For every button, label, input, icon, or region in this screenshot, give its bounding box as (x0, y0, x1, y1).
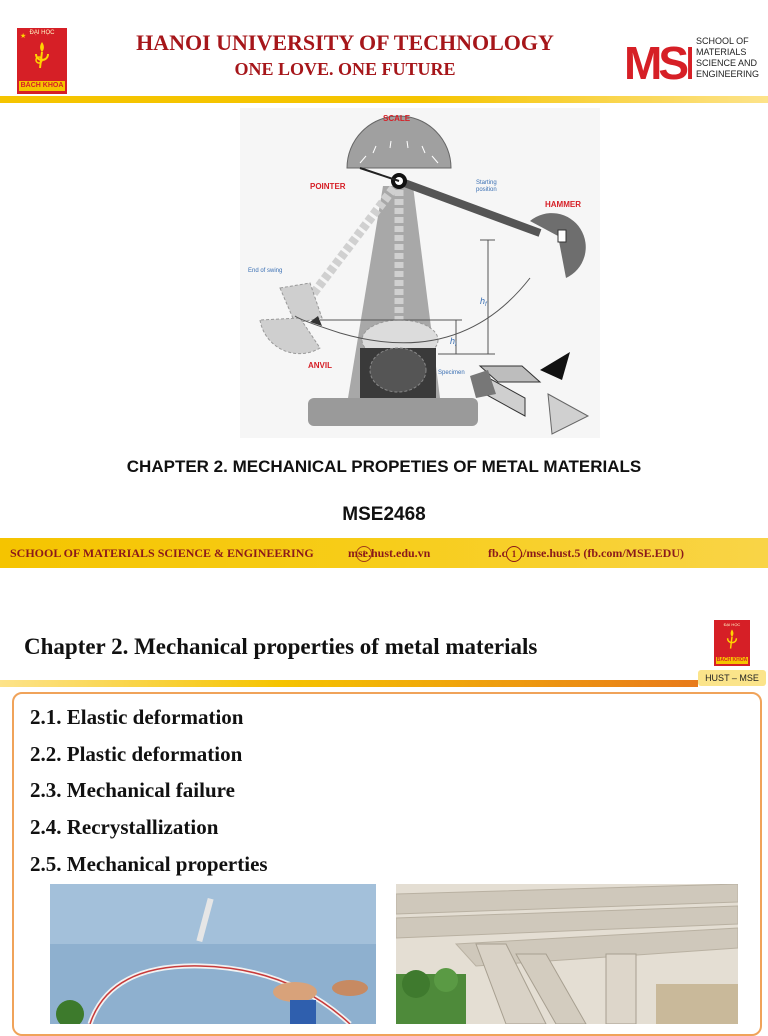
toc-item[interactable]: 2.5. Mechanical properties (30, 851, 268, 876)
logo-top-text: ĐẠI HỌC (29, 30, 55, 36)
label-position: position (476, 187, 497, 193)
label-hammer: HAMMER (545, 200, 581, 209)
ghost-arm (306, 178, 403, 301)
label-h-f: hf (480, 296, 488, 308)
title-divider (0, 680, 698, 687)
footer-bar: SCHOOL OF MATERIALS SCIENCE & ENGINEERIN… (0, 538, 768, 568)
logo-band-text: BÁCH KHOA (19, 81, 65, 91)
scale-dial (346, 115, 452, 169)
mse-logo-letters: MSE (624, 37, 692, 85)
university-motto: ONE LOVE. ONE FUTURE (234, 59, 456, 79)
chapter-title-slide1: CHAPTER 2. MECHANICAL PROPETIES OF METAL… (126, 457, 642, 476)
charpy-impact-diagram: SCALE POINTER Starting position HAMMER E… (240, 108, 600, 438)
mse-school-text: SCHOOL OF MATERIALS SCIENCE AND ENGINEER… (696, 36, 760, 79)
ghost-hammer-top (279, 282, 323, 324)
torch-emblem-icon (35, 42, 49, 69)
torch-emblem-icon (726, 629, 738, 649)
star-icon: ★ (20, 32, 27, 40)
toc-item[interactable]: 2.2. Plastic deformation (30, 741, 243, 766)
course-code: MSE2468 (342, 504, 426, 525)
hammer-head (530, 213, 586, 278)
footer-school-name: SCHOOL OF MATERIALS SCIENCE & ENGINEERIN… (10, 546, 314, 560)
label-anvil: ANVIL (308, 361, 332, 370)
toc-item[interactable]: 2.1. Elastic deformation (30, 705, 244, 729)
label-end-of-swing: End of swing (248, 268, 282, 274)
label-specimen: Specimen (438, 370, 465, 376)
specimen-notch-arrow (540, 352, 570, 380)
mse-logo: MSE (624, 37, 692, 85)
ghost-hammer-bottom (259, 317, 321, 355)
label-pointer: POINTER (310, 182, 346, 191)
page-number-marker: 1 (356, 546, 372, 562)
toc-item[interactable]: 2.4. Recrystallization (30, 815, 219, 840)
page-number-badge: 1 (506, 546, 522, 562)
title-slide: ★ ĐẠI HỌC BÁCH KHOA HANOI UNIVERSITY OF … (0, 28, 768, 568)
pendulum-arm (397, 177, 542, 237)
header-divider (0, 96, 768, 103)
pole-vault-photo (50, 884, 376, 1024)
footer-facebook-link[interactable]: fb.com/mse.hust.5 (fb.com/MSE.EDU) (488, 546, 684, 560)
label-starting: Starting (476, 180, 497, 186)
label-h-i: hi (450, 336, 457, 348)
university-title: HANOI UNIVERSITY OF TECHNOLOGY (136, 30, 554, 55)
toc-item[interactable]: 2.3. Mechanical failure (30, 778, 235, 803)
slide-title: Chapter 2. Mechanical properties of meta… (24, 634, 538, 659)
machine-base (308, 398, 478, 426)
table-of-contents: 2.1. Elastic deformation 2.2. Plastic de… (30, 704, 268, 887)
label-scale: SCALE (383, 114, 411, 123)
contents-slide: Chapter 2. Mechanical properties of meta… (0, 596, 768, 1036)
construction-site-photo (396, 884, 738, 1024)
hust-logo: ★ ĐẠI HỌC BÁCH KHOA (17, 28, 67, 94)
hust-logo-small: ĐẠI HỌC BÁCH KHOA (714, 620, 750, 666)
hust-mse-tag: HUST – MSE (698, 670, 766, 686)
